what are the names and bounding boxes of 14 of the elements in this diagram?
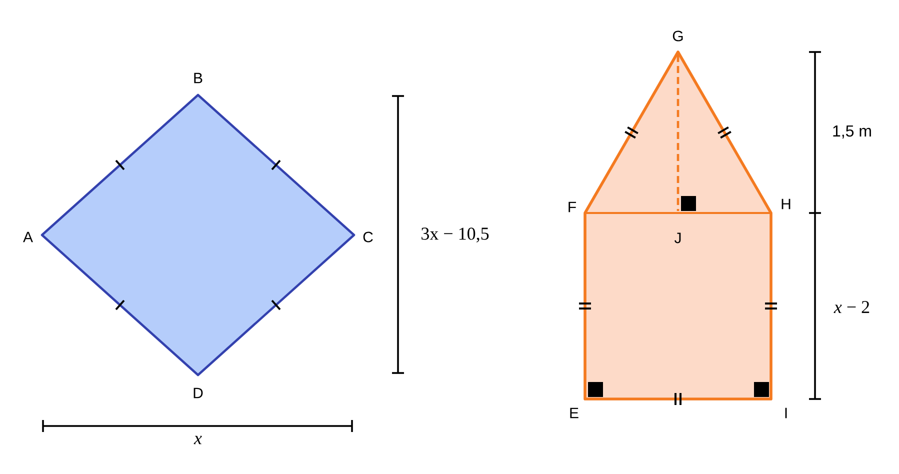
vertex-label: I <box>785 408 787 418</box>
dimension-label: x <box>194 436 202 444</box>
vertex-label: D <box>194 388 203 398</box>
vertex-label: E <box>570 408 578 418</box>
vertex-label: J <box>674 232 681 244</box>
dimension-label: 1,5 m <box>833 125 871 139</box>
vertex-label: H <box>782 198 790 210</box>
vertex-label: G <box>672 30 683 42</box>
dimension-label: 3x − 10,5 <box>422 228 489 242</box>
vertex-label: C <box>363 232 373 242</box>
dimension-label: x − 2 <box>834 301 870 313</box>
vertex-label: B <box>194 72 202 84</box>
vertex-label: A <box>23 232 33 242</box>
vertex-label: F <box>568 202 576 212</box>
